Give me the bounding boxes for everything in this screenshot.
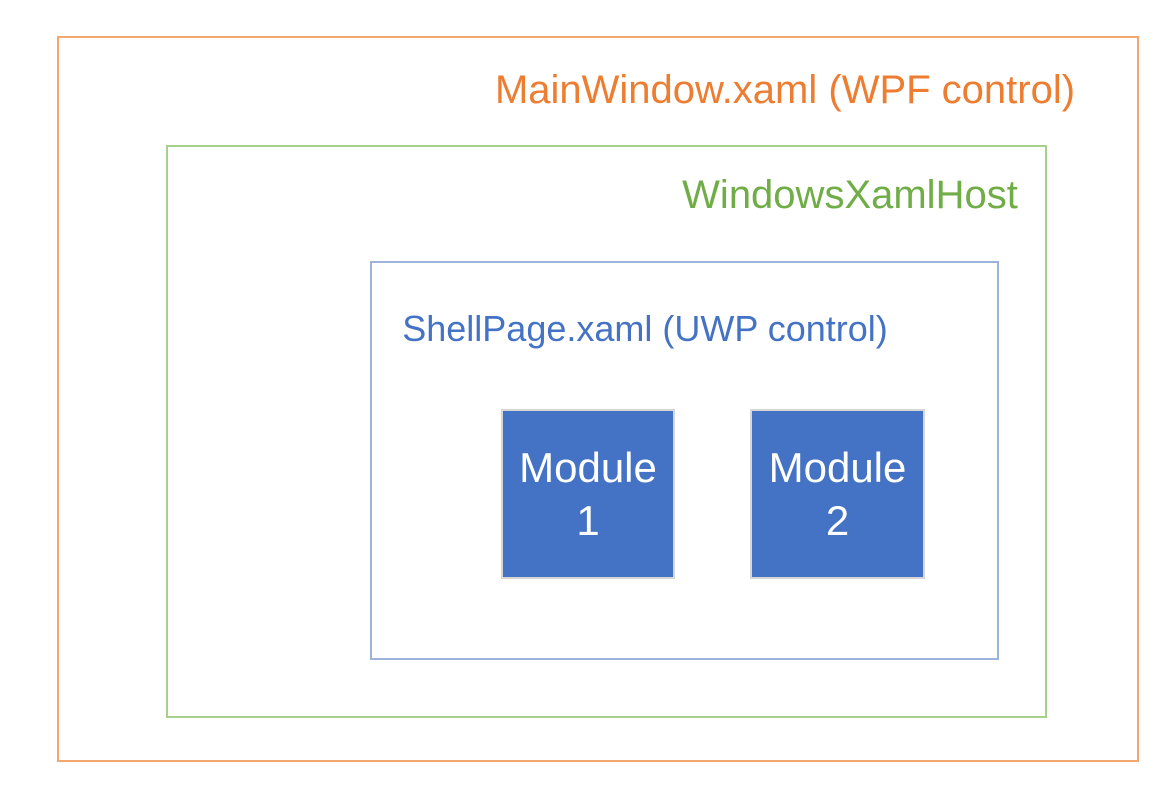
module-2-label-line1: Module — [768, 443, 907, 491]
module-2-box: Module 2 — [750, 409, 925, 579]
shellpage-uwp-box — [370, 261, 999, 660]
module-1-label-line1: Module — [519, 443, 657, 491]
module-1-label-line2: 1 — [576, 497, 600, 544]
windows-xaml-host-box — [166, 145, 1047, 718]
mainwindow-wpf-box — [57, 36, 1139, 762]
mainwindow-wpf-label: MainWindow.xaml (WPF control) — [494, 68, 1076, 112]
windows-xaml-host-label: WindowsXamlHost — [682, 173, 1018, 217]
module-1-box: Module 1 — [501, 409, 675, 579]
module-2-label-line2: 2 — [825, 497, 850, 544]
shellpage-uwp-label: ShellPage.xaml (UWP control) — [402, 308, 888, 349]
